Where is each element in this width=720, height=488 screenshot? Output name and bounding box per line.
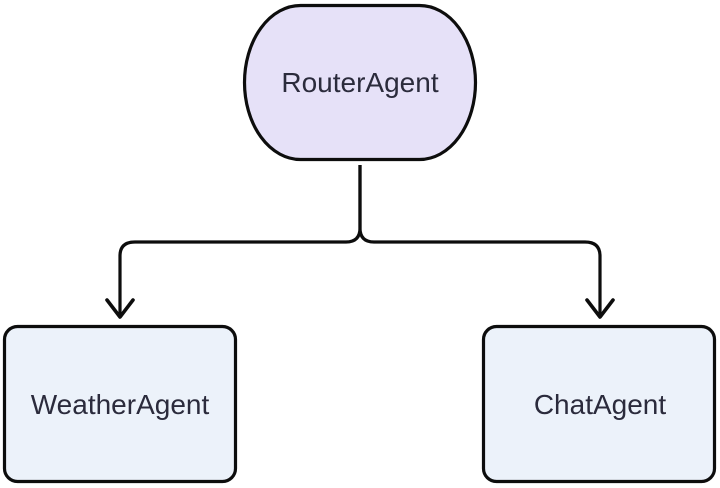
edge-router-to-weather: [118, 165, 362, 314]
node-label-chat-agent: ChatAgent: [534, 389, 667, 420]
node-group: RouterAgent WeatherAgent ChatAgent: [2, 3, 717, 484]
node-label-router-agent: RouterAgent: [281, 67, 438, 98]
edge-router-to-chat: [358, 165, 602, 314]
edge-group: [105, 165, 615, 319]
edge-arrowhead-chat-icon: [585, 298, 615, 319]
node-weather-agent: [2, 324, 238, 484]
node-chat-agent: [481, 324, 717, 484]
node-label-weather-agent: WeatherAgent: [31, 389, 210, 420]
edge-arrowhead-weather-icon: [105, 298, 135, 319]
node-router-agent: [242, 3, 478, 162]
